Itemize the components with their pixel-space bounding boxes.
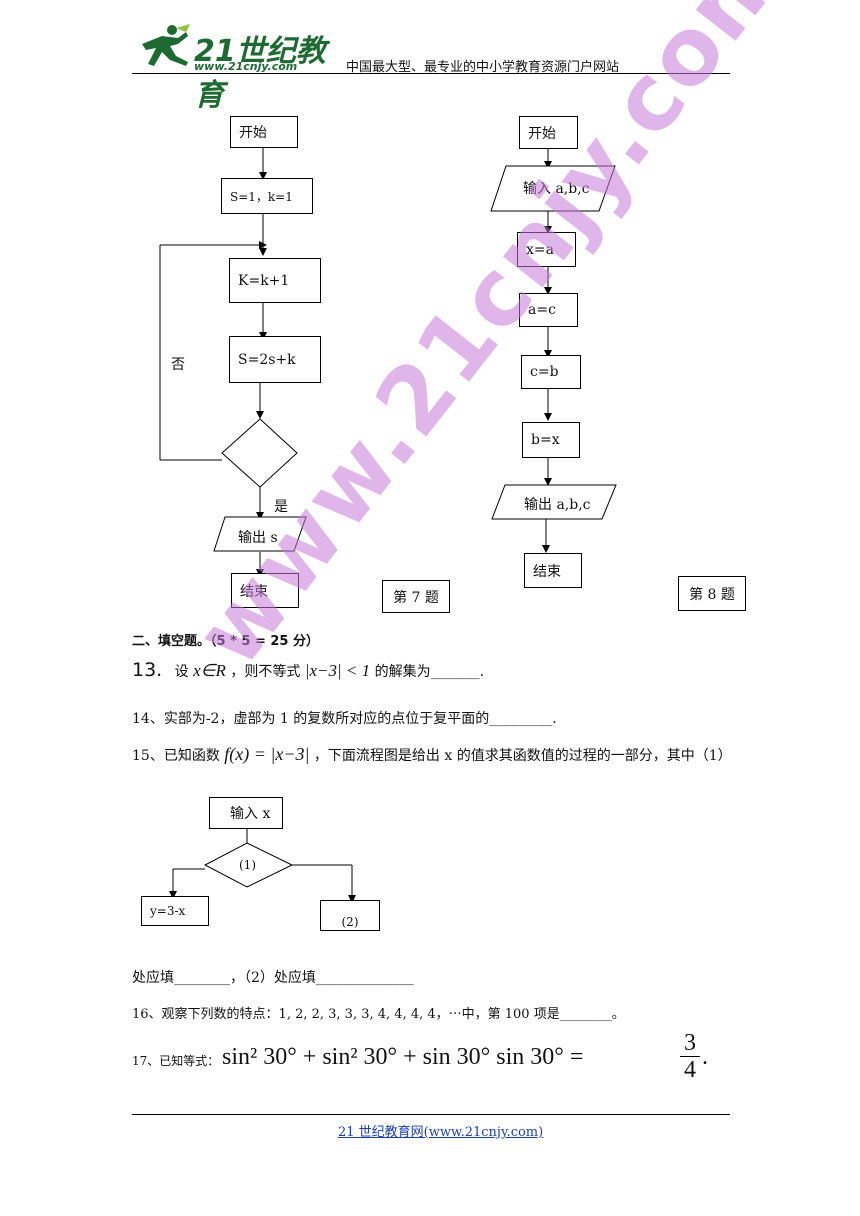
flow7-yes-label: 是 xyxy=(274,499,288,515)
site-logo: 21世纪教育 www.21cnjy.com xyxy=(132,22,332,113)
section-title: 二、填空题。（5 * 5 = 25 分） xyxy=(132,634,320,649)
q17-fraction-bar xyxy=(680,1056,700,1057)
footer-link[interactable]: 21 世纪教育网(www.21cnjy.com) xyxy=(338,1125,544,1140)
flow8-input-shape xyxy=(490,165,616,212)
flow7-end: 结束 xyxy=(231,573,299,608)
q13-pre: 设 xyxy=(174,664,189,680)
q15-right-box: (2) xyxy=(320,900,380,931)
flowchart-8 xyxy=(542,149,552,553)
flow8-end: 结束 xyxy=(524,553,582,588)
q15-input-box: 输入 x xyxy=(209,797,283,829)
q13-inequality: |x−3| < 1 xyxy=(304,661,371,680)
flow8-start: 开始 xyxy=(519,116,578,149)
q17-period: . xyxy=(702,1044,708,1070)
flow8-a-eq-c: a=c xyxy=(519,293,578,327)
q13-mid: ，则不等式 xyxy=(230,664,301,680)
q15-condition-label: (1) xyxy=(239,858,256,872)
question-13: 13. 设 x∈R ，则不等式 |x−3| < 1 的解集为_______. xyxy=(132,659,484,681)
flow8-input: 输入 a,b,c xyxy=(523,181,590,197)
flow7-init: S=1，k=1 xyxy=(221,178,313,214)
flow8-output: 输出 a,b,c xyxy=(524,497,591,513)
question-7-label: 第 7 题 xyxy=(382,580,450,613)
q17-expression: sin² 30° + sin² 30° + sin 30° sin 30° = xyxy=(222,1044,584,1070)
flow8-x-eq-a: x=a xyxy=(517,232,576,267)
q15-answer-line: 处应填________，（2）处应填______________ xyxy=(132,970,414,986)
question-8-label: 第 8 题 xyxy=(678,576,746,611)
flow8-output-shape xyxy=(491,484,617,520)
q17-denominator: 4 xyxy=(684,1057,696,1083)
q15-post: ，下面流程图是给出 x 的值求其函数值的过程的一部分，其中（1） xyxy=(313,748,732,764)
q13-post: 的解集为_______. xyxy=(374,664,485,680)
logo-url: www.21cnjy.com xyxy=(194,60,298,73)
flowchart-7 xyxy=(159,147,298,577)
header-tagline: 中国最大型、最专业的中小学教育资源门户网站 xyxy=(346,60,620,75)
footer-divider xyxy=(132,1114,730,1115)
flow7-output-shape xyxy=(213,516,307,552)
q17-numerator: 3 xyxy=(684,1030,696,1056)
question-14: 14、实部为-2，虚部为 1 的复数所对应的点位于复平面的_________. xyxy=(132,711,557,727)
q15-function: f(x) = |x−3| xyxy=(224,744,310,764)
q15-pre: 15、已知函数 xyxy=(132,748,220,764)
flow8-b-eq-x: b=x xyxy=(522,422,580,458)
q17-pre: 17、已知等式： xyxy=(132,1054,220,1068)
question-16: 16、观察下列数的特点：1, 2, 2, 3, 3, 3, 4, 4, 4, 4… xyxy=(132,1007,625,1022)
flow7-output: 输出 s xyxy=(238,530,278,546)
q13-condition: x∈R xyxy=(193,661,226,680)
q17-fraction: 3 4 xyxy=(680,1030,700,1083)
flow8-c-eq-b: c=b xyxy=(521,355,581,389)
q15-left-box: y=3-x xyxy=(141,896,209,926)
q13-number: 13. xyxy=(132,659,163,681)
runner-logo-icon xyxy=(142,24,190,66)
flowchart-15 xyxy=(169,828,356,903)
flow7-step2: S=2s+k xyxy=(229,336,321,383)
flow7-step1: K=k+1 xyxy=(229,258,321,303)
flow7-start: 开始 xyxy=(230,116,298,148)
question-15: 15、已知函数 f(x) = |x−3| ，下面流程图是给出 x 的值求其函数值… xyxy=(132,744,732,765)
flow7-no-label: 否 xyxy=(171,357,185,373)
header-divider xyxy=(132,73,730,74)
logo-text: 21世纪教育 xyxy=(194,34,326,113)
